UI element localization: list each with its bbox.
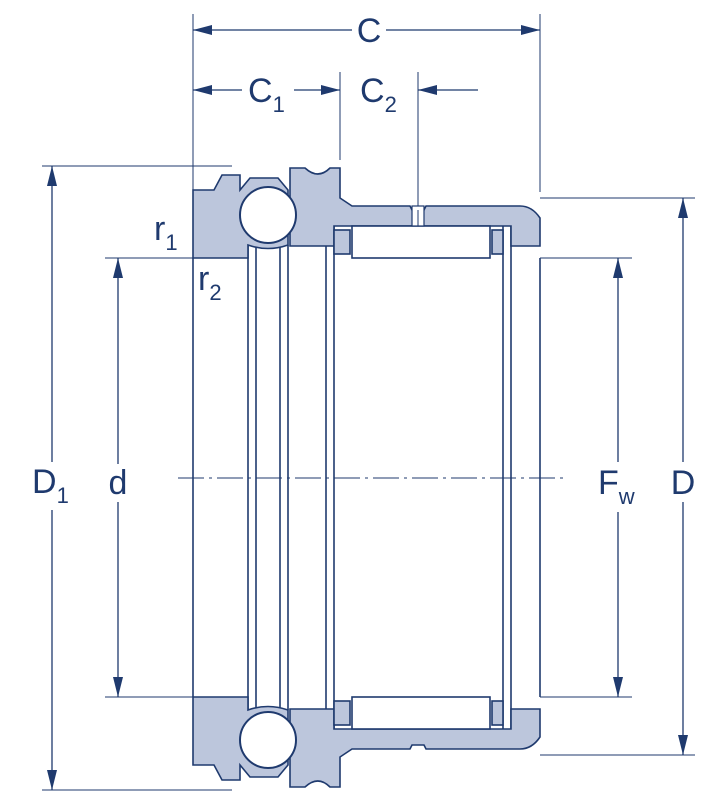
label-r2: r2 xyxy=(198,260,222,305)
radius-labels: r1 r2 xyxy=(154,210,222,305)
upper-outer-ring xyxy=(289,167,541,247)
label-d1: D1 xyxy=(32,463,69,508)
dimension-outer-d: D xyxy=(540,197,702,756)
dimension-fw: Fw xyxy=(540,257,646,698)
upper-section xyxy=(192,167,541,259)
lower-outer-ring xyxy=(289,708,541,788)
dimension-bore-d: d xyxy=(104,257,193,698)
upper-ball xyxy=(239,186,297,244)
dimension-c1: C1 xyxy=(193,70,341,160)
label-fw: Fw xyxy=(598,464,635,509)
lower-needle-roller xyxy=(351,696,491,730)
dimension-c2: C2 xyxy=(360,72,478,206)
label-d: d xyxy=(109,464,128,502)
dimension-c: C xyxy=(192,12,541,195)
dimension-d1: D1 xyxy=(30,165,232,791)
label-c: C xyxy=(357,12,382,50)
upper-needle-roller xyxy=(351,225,491,259)
lower-section xyxy=(192,696,541,788)
label-r1: r1 xyxy=(154,210,178,255)
label-c1: C1 xyxy=(248,72,285,117)
inner-sleeve xyxy=(192,226,541,730)
label-outer-d: D xyxy=(671,464,696,502)
lower-ball xyxy=(239,711,297,769)
label-c2: C2 xyxy=(360,72,397,117)
